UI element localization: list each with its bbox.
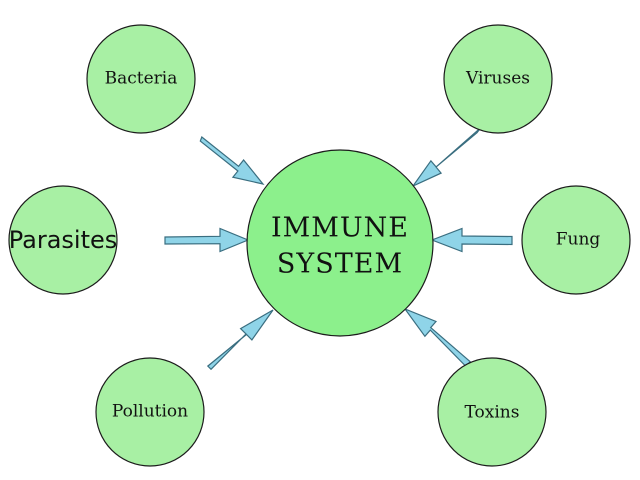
immune-system-label-line1: IMMUNE bbox=[271, 213, 409, 244]
arrow-from-bacteria bbox=[199, 136, 265, 185]
fung-label: Fung bbox=[556, 230, 601, 250]
pollution-circle bbox=[95, 357, 205, 467]
node-bacteria: Bacteria bbox=[86, 24, 196, 134]
arrow-from-viruses bbox=[411, 126, 482, 188]
toxins-label: Toxins bbox=[465, 403, 520, 423]
arrow-from-toxins bbox=[403, 307, 472, 368]
immune-system-label-line2: SYSTEM bbox=[277, 249, 403, 280]
node-immune-system: IMMUNE SYSTEM bbox=[246, 149, 434, 337]
node-fung: Fung bbox=[521, 185, 631, 295]
node-toxins: Toxins bbox=[437, 357, 547, 467]
arrow-from-fung bbox=[430, 227, 513, 253]
bacteria-label: Bacteria bbox=[105, 69, 178, 89]
fung-circle bbox=[521, 185, 631, 295]
node-pollution: Pollution bbox=[95, 357, 205, 467]
viruses-circle bbox=[443, 24, 553, 134]
pollution-label: Pollution bbox=[112, 402, 188, 422]
parasites-circle bbox=[8, 185, 118, 295]
arrow-from-pollution bbox=[206, 309, 274, 371]
arrow-from-parasites bbox=[164, 227, 250, 253]
bacteria-circle bbox=[86, 24, 196, 134]
immune-system-circle bbox=[246, 149, 434, 337]
toxins-circle bbox=[437, 357, 547, 467]
viruses-label: Viruses bbox=[465, 69, 530, 89]
node-viruses: Viruses bbox=[443, 24, 553, 134]
arrows bbox=[164, 126, 513, 371]
node-parasites: Parasites bbox=[8, 185, 118, 295]
parasites-label: Parasites bbox=[9, 226, 118, 254]
